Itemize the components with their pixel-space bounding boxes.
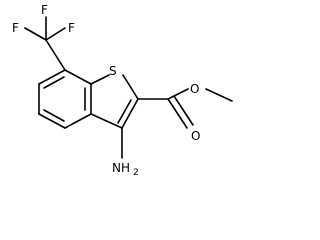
bond-cf3-f-right (45, 27, 66, 41)
bond-c7a-s (90, 74, 110, 85)
atom-o-carbonyl: O (191, 129, 200, 143)
bond-c6-c7 (38, 69, 66, 85)
bond-c2-c3 (121, 98, 139, 129)
bond-c7-c7a (64, 69, 92, 85)
bond-c3a-c4 (64, 113, 92, 129)
atom-amino-subscript: 2 (133, 168, 139, 178)
atom-amino-n: NH (112, 161, 130, 175)
structure-canvas: F F F S O O NH 2 (12, 3, 233, 178)
bond-carbonyl-c-o-ester (167, 88, 189, 100)
bond-c4-c5-inner (43, 109, 65, 122)
bond-carbonyl-double-2 (173, 95, 194, 126)
molecule-drawing: F F F S O O NH 2 (12, 3, 233, 178)
atom-f-left: F (12, 21, 19, 35)
bond-carbonyl-double-1 (167, 98, 188, 129)
atom-f-right: F (68, 21, 75, 35)
bond-o-ester-methyl (205, 88, 233, 102)
bond-c2-c3-inner (117, 99, 132, 124)
atom-o-ester: O (190, 82, 199, 96)
bond-cf3-f-left (24, 27, 47, 41)
atom-f-top: F (41, 3, 48, 17)
bond-c6-c7-inner (43, 76, 65, 89)
atom-s: S (109, 64, 117, 78)
bond-c3-c3a (90, 113, 123, 129)
bond-cf3-ring (45, 39, 66, 71)
bond-c4-c5 (38, 113, 66, 129)
bond-s-c2 (122, 74, 139, 100)
